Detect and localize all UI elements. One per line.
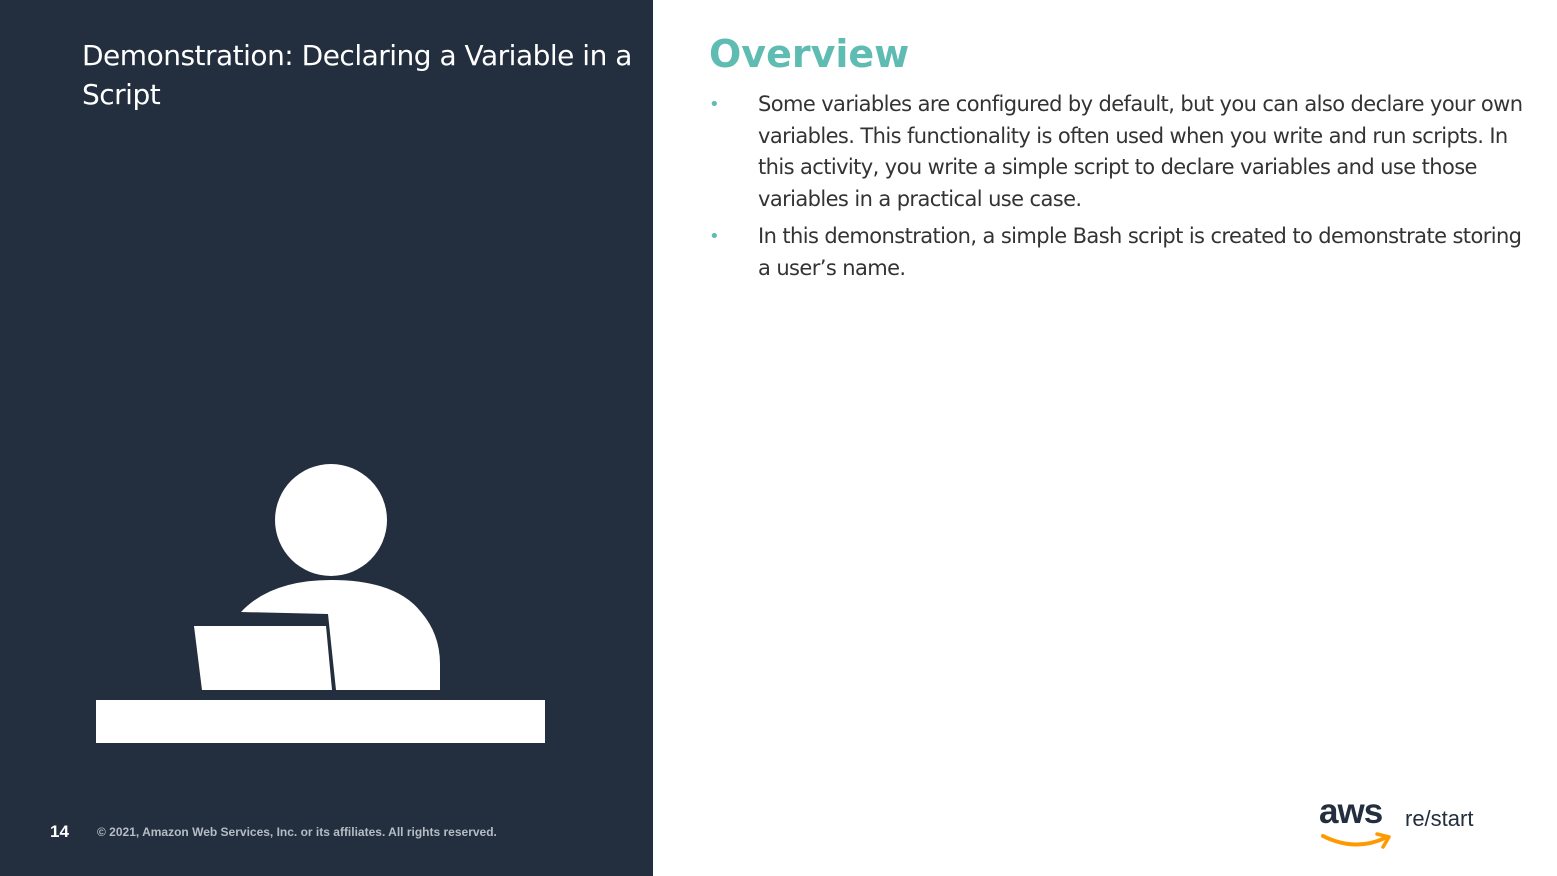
desk	[96, 700, 545, 743]
left-panel: Demonstration: Declaring a Variable in a…	[0, 0, 653, 876]
person-head	[275, 464, 387, 576]
bullet-list: • Some variables are configured by defau…	[709, 89, 1539, 290]
bullet-text: Some variables are configured by default…	[758, 92, 1523, 211]
laptop-screen	[194, 626, 332, 690]
person-at-laptop-icon	[96, 464, 545, 743]
copyright-notice: © 2021, Amazon Web Services, Inc. or its…	[97, 825, 497, 839]
logo-restart-text: re/start	[1405, 806, 1474, 831]
bullet-text: In this demonstration, a simple Bash scr…	[758, 224, 1522, 280]
overview-heading: Overview	[709, 32, 910, 76]
slide-number: 14	[50, 822, 69, 841]
bullet-dot-icon: •	[709, 94, 720, 115]
slide-title: Demonstration: Declaring a Variable in a…	[82, 39, 632, 111]
person-body	[241, 580, 440, 690]
logo-aws-text: aws	[1319, 792, 1383, 831]
bullet-item: • Some variables are configured by defau…	[709, 89, 1539, 215]
bullet-item: • In this demonstration, a simple Bash s…	[709, 221, 1539, 284]
bullet-dot-icon: •	[709, 226, 720, 247]
right-panel: Overview • Some variables are configured…	[653, 0, 1557, 876]
aws-smile-icon	[1321, 832, 1391, 849]
